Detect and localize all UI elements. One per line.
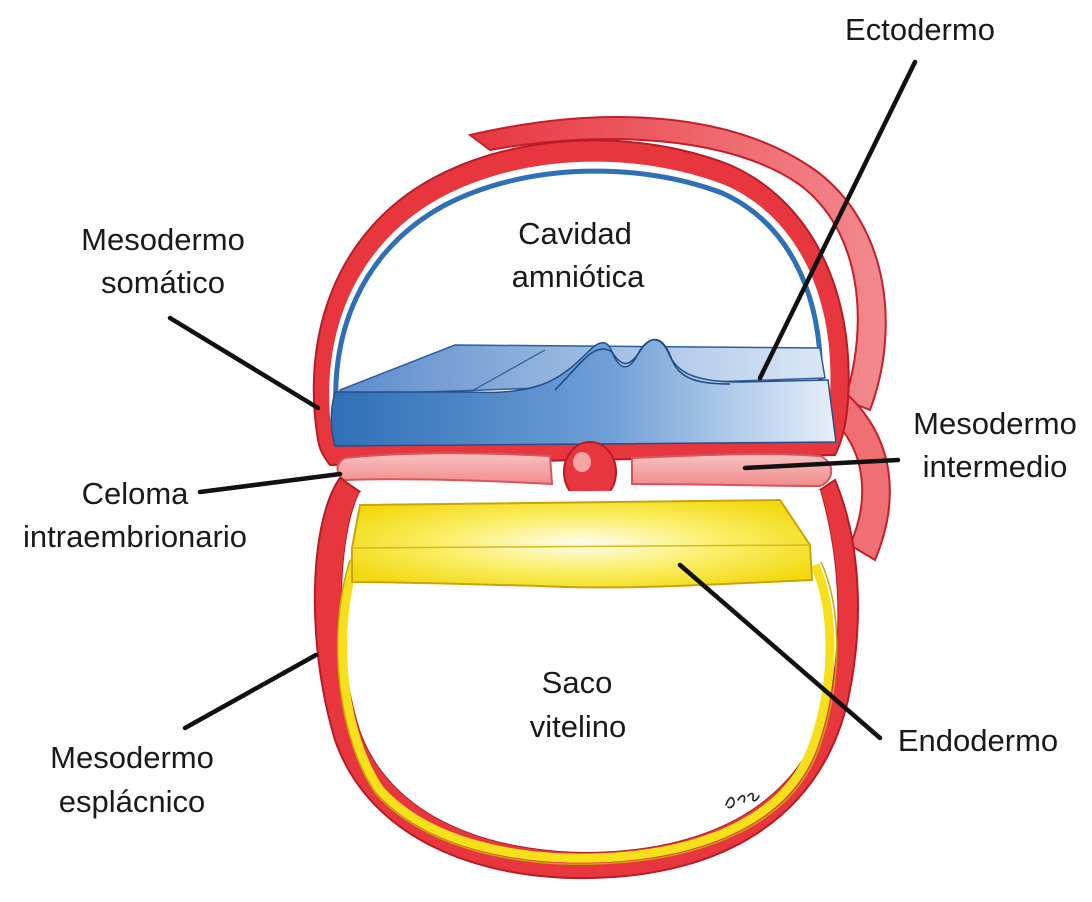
label-endodermo: Endodermo	[898, 723, 1058, 758]
endoderm-plate	[352, 500, 812, 587]
label-meso-esplacnico-2: esplácnico	[59, 784, 205, 819]
label-meso-intermedio-2: intermedio	[923, 449, 1068, 484]
label-meso-somatico-1: Mesodermo	[81, 222, 245, 257]
paraxial-mesoderm-left	[338, 453, 553, 484]
label-cavidad-1: Cavidad	[518, 216, 632, 251]
label-saco-1: Saco	[542, 665, 613, 700]
paraxial-mesoderm-right	[632, 454, 831, 486]
label-cavidad-2: amniótica	[512, 259, 645, 294]
leader-meso-somatico	[170, 318, 318, 408]
label-meso-intermedio-1: Mesodermo	[913, 406, 1077, 441]
label-meso-esplacnico-1: Mesodermo	[50, 740, 214, 775]
label-saco-2: vitelino	[530, 709, 627, 744]
label-celoma-2: intraembrionario	[23, 519, 247, 554]
label-ectodermo: Ectodermo	[845, 12, 995, 47]
label-celoma-1: Celoma	[82, 476, 190, 511]
notochord-highlight	[573, 452, 591, 472]
label-meso-somatico-2: somático	[101, 265, 225, 300]
leader-celoma	[200, 474, 340, 492]
leader-meso-esplacnico	[185, 655, 316, 728]
